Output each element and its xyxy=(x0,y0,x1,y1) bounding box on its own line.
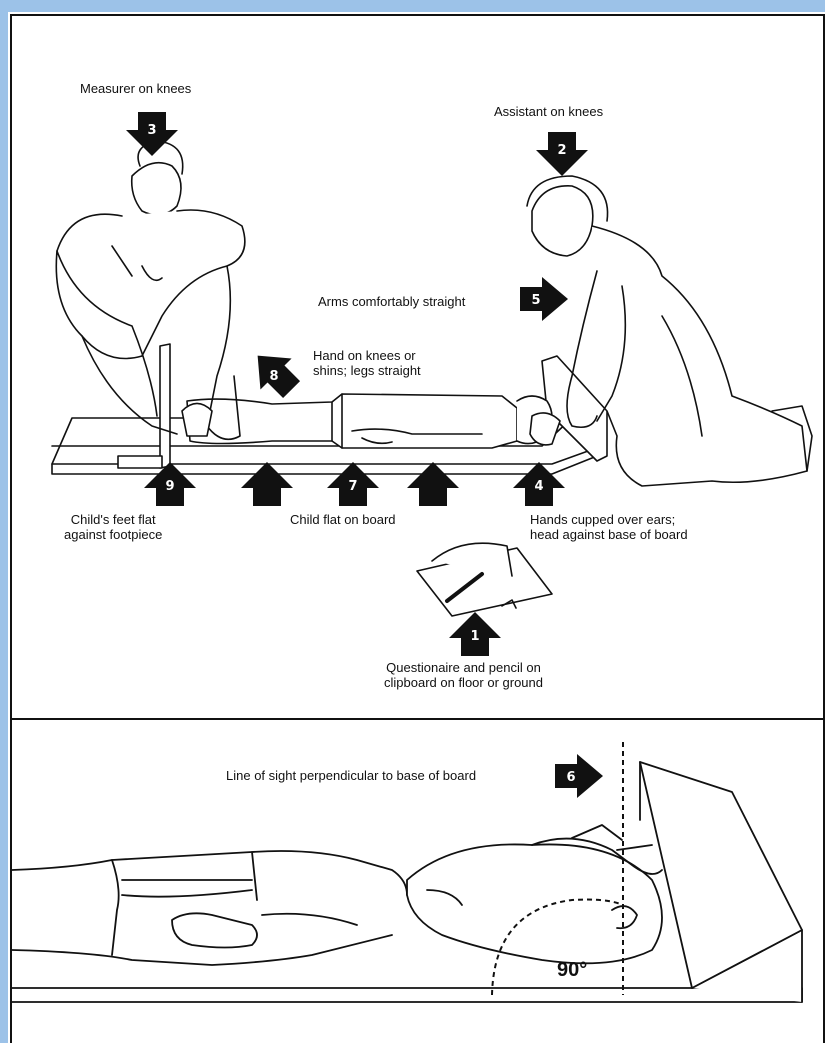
label-feet: Child's feet flat against footpiece xyxy=(64,512,162,542)
line-of-sight-panel: 90° 6 Line of sight perpendicular to bas… xyxy=(10,718,825,1043)
arrow-3: 3 xyxy=(126,112,178,156)
arrow-7: 7 xyxy=(327,462,379,506)
svg-text:6: 6 xyxy=(566,770,575,785)
svg-text:5: 5 xyxy=(531,293,540,308)
clipboard-drawing xyxy=(417,543,552,616)
child-body-closeup xyxy=(12,825,662,965)
label-measurer: Measurer on knees xyxy=(80,81,191,96)
svg-text:8: 8 xyxy=(269,369,278,384)
label-clipboard: Questionaire and pencil on clipboard on … xyxy=(384,660,543,690)
svg-text:4: 4 xyxy=(534,479,543,494)
arrow-1: 1 xyxy=(449,612,501,656)
arrow-2: 2 xyxy=(536,132,588,176)
arrow-5: 5 xyxy=(520,277,568,321)
label-assistant: Assistant on knees xyxy=(494,104,603,119)
svg-text:7: 7 xyxy=(348,479,357,494)
child-figure xyxy=(187,394,552,448)
label-line-of-sight: Line of sight perpendicular to base of b… xyxy=(226,768,476,783)
angle-label: 90° xyxy=(557,959,587,981)
arrow-4: 4 xyxy=(513,462,565,506)
svg-text:2: 2 xyxy=(557,143,566,158)
svg-text:3: 3 xyxy=(147,123,156,138)
arrow-6: 6 xyxy=(555,754,603,798)
svg-text:9: 9 xyxy=(165,479,174,494)
svg-text:1: 1 xyxy=(470,629,479,644)
arrow-up-b xyxy=(407,462,459,506)
label-hand-knees: Hand on knees or shins; legs straight xyxy=(313,348,421,378)
label-arms: Arms comfortably straight xyxy=(318,294,465,309)
measurement-overview-panel: 3 2 5 8 9 xyxy=(10,14,825,720)
label-hands: Hands cupped over ears; head against bas… xyxy=(530,512,688,542)
label-flat: Child flat on board xyxy=(290,512,396,527)
arrow-up-a xyxy=(241,462,293,506)
measurer-figure xyxy=(56,141,245,439)
